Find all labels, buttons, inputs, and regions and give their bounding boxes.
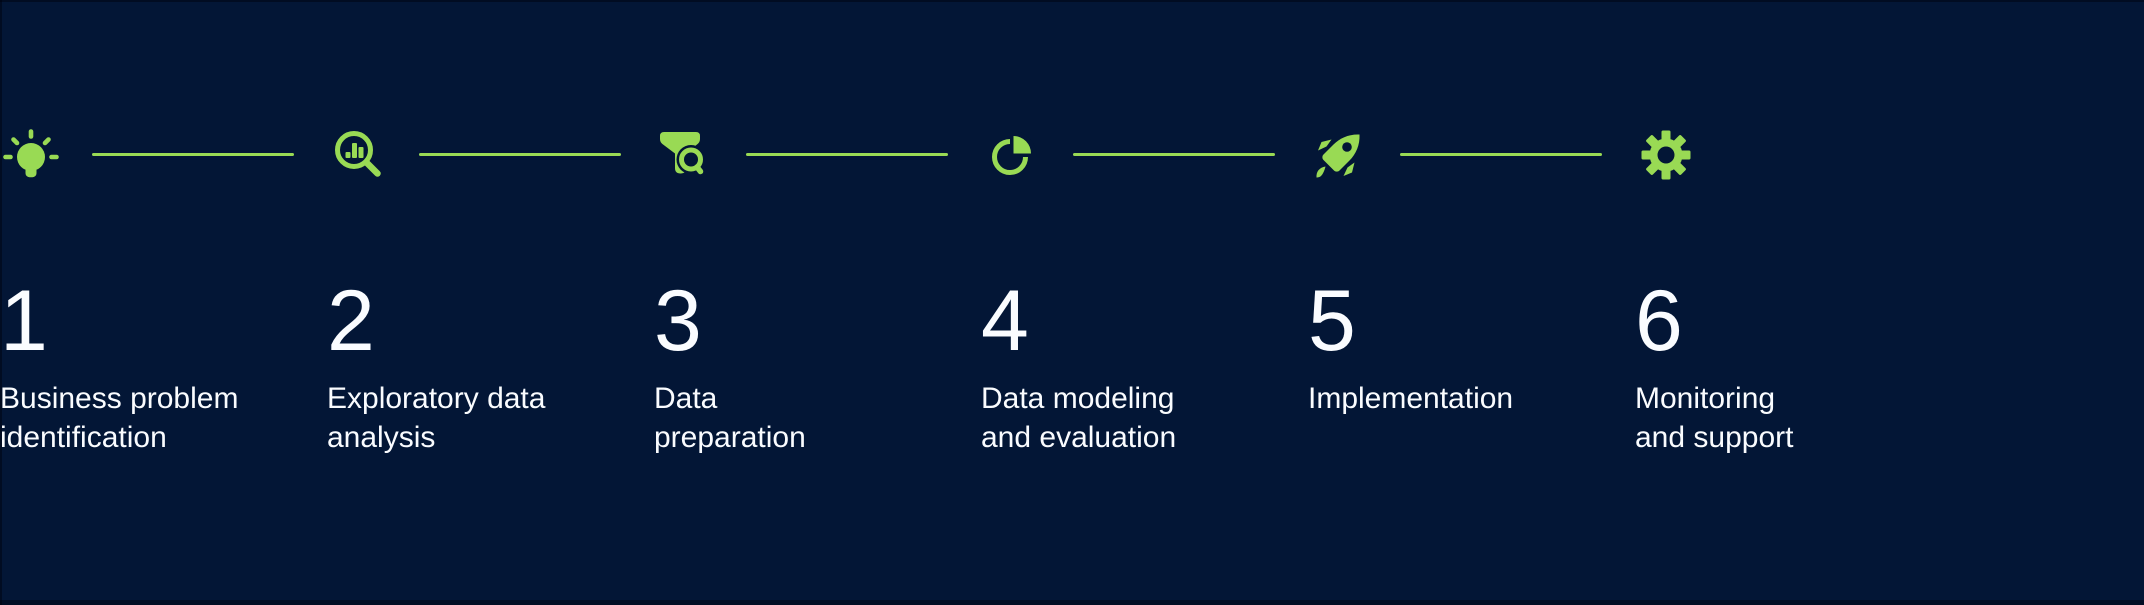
step-icon-area <box>1635 126 1962 184</box>
step-label-line-2: and evaluation <box>981 421 1177 454</box>
step-label-line-1: Data modeling <box>981 382 1175 415</box>
funnel-search-icon <box>656 126 714 184</box>
process-step: 1 Business problem identification <box>0 0 327 605</box>
step-label: Monitoring and support <box>1635 379 1962 457</box>
connector-line <box>746 153 948 156</box>
connector-line <box>92 153 294 156</box>
step-label: Data modeling and evaluation <box>981 379 1308 457</box>
process-step: 6 Monitoring and support <box>1635 0 1962 605</box>
process-step: 4 Data modeling and evaluation <box>981 0 1308 605</box>
step-number: 3 <box>654 273 703 369</box>
step-number: 1 <box>0 273 49 369</box>
step-label: Exploratory data analysis <box>327 379 654 457</box>
connector-line <box>1073 153 1275 156</box>
step-label-line-2: identification <box>0 421 167 454</box>
search-chart-icon <box>329 126 387 184</box>
process-step: 2 Exploratory data analysis <box>327 0 654 605</box>
step-label-line-2: preparation <box>654 421 806 454</box>
step-label: Data preparation <box>654 379 981 457</box>
connector-line <box>419 153 621 156</box>
step-number: 4 <box>981 273 1030 369</box>
gear-icon <box>1637 126 1695 184</box>
step-icon-area <box>981 126 1308 184</box>
step-label-line-1: Implementation <box>1308 382 1514 415</box>
step-label: Implementation <box>1308 379 1635 418</box>
rocket-icon <box>1310 126 1368 184</box>
step-number: 5 <box>1308 273 1357 369</box>
process-step: 3 Data preparation <box>654 0 981 605</box>
pie-chart-icon <box>983 126 1041 184</box>
step-icon-area <box>1308 126 1635 184</box>
step-number: 6 <box>1635 273 1684 369</box>
process-step: 5 Implementation <box>1308 0 1635 605</box>
step-icon-area <box>0 126 327 184</box>
step-label-line-1: Data <box>654 382 718 415</box>
step-label: Business problem identification <box>0 379 327 457</box>
connector-line <box>1400 153 1602 156</box>
step-label-line-1: Business problem <box>0 382 239 415</box>
step-label-line-2: and support <box>1635 421 1794 454</box>
step-label-line-1: Exploratory data <box>327 382 546 415</box>
step-icon-area <box>327 126 654 184</box>
step-number: 2 <box>327 273 376 369</box>
step-label-line-2: analysis <box>327 421 436 454</box>
lightbulb-icon <box>2 126 60 184</box>
step-icon-area <box>654 126 981 184</box>
step-label-line-1: Monitoring <box>1635 382 1776 415</box>
